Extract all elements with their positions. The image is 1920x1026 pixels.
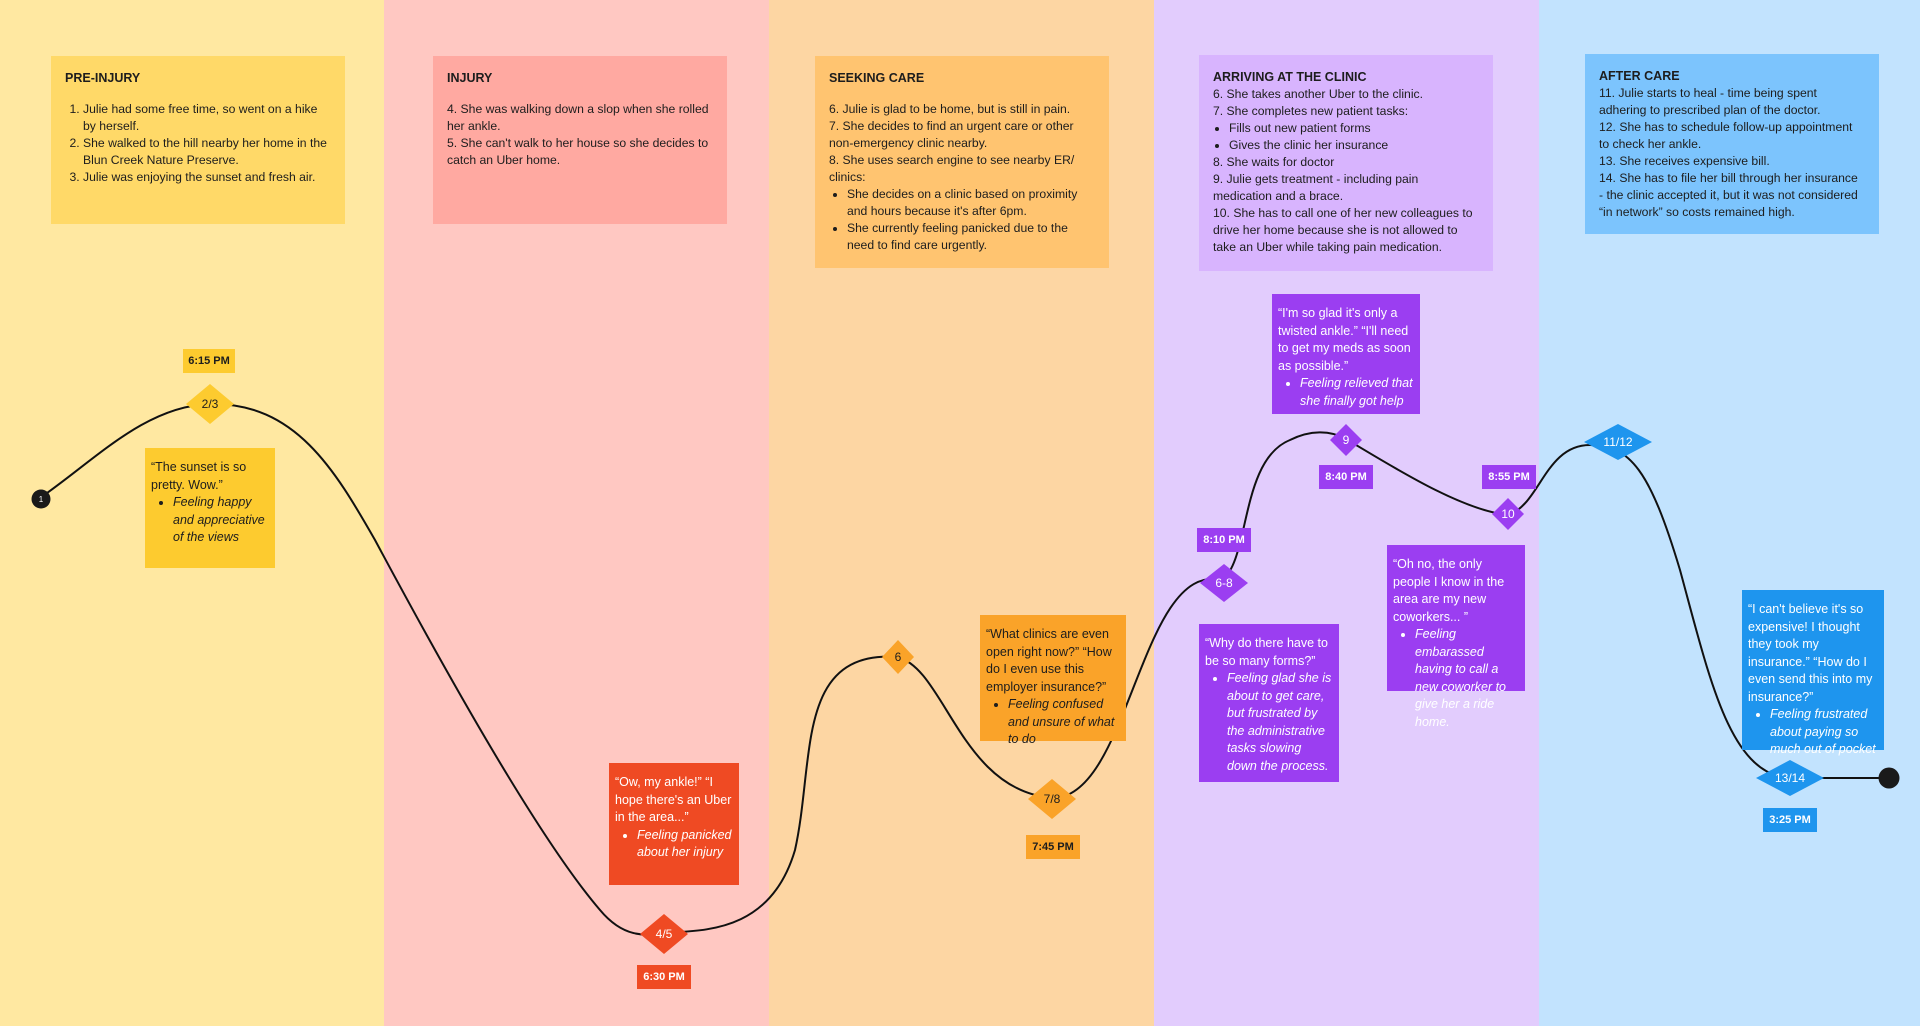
phase-title: PRE-INJURY [65, 71, 141, 85]
phase-step: 13. She receives expensive bill. [1599, 154, 1770, 168]
time-label-7-45: 7:45 PM [1026, 835, 1080, 859]
phase-card-arriving: ARRIVING AT THE CLINIC 6. She takes anot… [1199, 55, 1493, 271]
node-label: 2/3 [201, 397, 219, 411]
quote-text: “Why do there have to be so many forms?” [1205, 636, 1328, 668]
diamond-node-4-5: 4/5 [640, 914, 688, 954]
phase-substep: She decides on a clinic based on proximi… [847, 186, 1095, 220]
quote-card-10: “Oh no, the only people I know in the ar… [1387, 545, 1525, 729]
end-node [1878, 767, 1900, 789]
time-label-8-55: 8:55 PM [1482, 465, 1536, 489]
quote-text: “The sunset is so pretty. Wow.” [151, 460, 247, 492]
time-label-3-25: 3:25 PM [1763, 808, 1817, 832]
phase-title: SEEKING CARE [829, 71, 925, 85]
diamond-node-2-3: 2/3 [186, 384, 234, 424]
quote-card-6-8: “Why do there have to be so many forms?”… [1199, 624, 1339, 782]
phase-step: 8. She uses search engine to see nearby … [829, 153, 1075, 184]
phase-title: INJURY [447, 71, 493, 85]
node-label: 7/8 [1043, 792, 1061, 806]
quote-text: “I'm so glad it's only a twisted ankle.”… [1278, 306, 1411, 373]
quote-text: “What clinics are even open right now?” … [986, 627, 1112, 694]
quote-card-4-5: “Ow, my ankle!” “I hope there's an Uber … [609, 763, 739, 885]
diamond-node-9: 9 [1330, 424, 1362, 456]
phase-substep: Gives the clinic her insurance [1229, 137, 1479, 154]
node-label: 1 [38, 494, 44, 504]
phase-step: 8. She waits for doctor [1213, 155, 1335, 169]
node-label: 11/12 [1603, 435, 1633, 449]
time-label-8-40: 8:40 PM [1319, 465, 1373, 489]
start-node: 1 [31, 489, 51, 509]
phase-step: 4. She was walking down a slop when she … [447, 102, 709, 133]
quote-card-13-14: “I can't believe it's so expensive! I th… [1742, 590, 1884, 756]
phase-substep: Fills out new patient forms [1229, 120, 1479, 137]
diamond-node-6-8: 6-8 [1200, 564, 1248, 602]
journey-line [39, 402, 1888, 936]
phase-card-seeking-care: SEEKING CARE 6. Julie is glad to be home… [815, 56, 1109, 268]
diamond-node-10: 10 [1492, 498, 1524, 530]
phase-substep: She currently feeling panicked due to th… [847, 220, 1095, 254]
quote-card-2-3: “The sunset is so pretty. Wow.” Feeling … [145, 448, 275, 568]
time-label-8-10: 8:10 PM [1197, 528, 1251, 552]
quote-feeling: Feeling panicked about her injury [637, 827, 733, 862]
quote-text: “Ow, my ankle!” “I hope there's an Uber … [615, 775, 732, 824]
phase-step: Julie had some free time, so went on a h… [83, 101, 331, 135]
node-label: 9 [1342, 433, 1350, 447]
phase-step: She walked to the hill nearby her home i… [83, 135, 331, 169]
phase-step: 7. She completes new patient tasks: [1213, 104, 1409, 118]
quote-feeling: Feeling frustrated about paying so much … [1770, 706, 1878, 759]
phase-title: AFTER CARE [1599, 69, 1680, 83]
diamond-node-7-8: 7/8 [1028, 779, 1076, 819]
phase-step: 5. She can't walk to her house so she de… [447, 136, 709, 167]
phase-step: 9. Julie gets treatment - including pain… [1213, 172, 1419, 203]
quote-feeling: Feeling relieved that she finally got he… [1300, 375, 1414, 410]
phase-card-pre-injury: PRE-INJURY Julie had some free time, so … [51, 56, 345, 224]
phase-step: 14. She has to file her bill through her… [1599, 171, 1858, 219]
quote-card-9: “I'm so glad it's only a twisted ankle.”… [1272, 294, 1420, 414]
node-label: 4/5 [655, 927, 673, 941]
phase-step: 12. She has to schedule follow-up appoin… [1599, 120, 1853, 151]
phase-step: 11. Julie starts to heal - time being sp… [1599, 86, 1821, 117]
quote-card-7-8: “What clinics are even open right now?” … [980, 615, 1126, 746]
node-label: 10 [1501, 507, 1515, 521]
quote-text: “I can't believe it's so expensive! I th… [1748, 602, 1873, 704]
time-label-6-15: 6:15 PM [183, 349, 235, 373]
phase-card-after-care: AFTER CARE 11. Julie starts to heal - ti… [1585, 54, 1879, 234]
quote-feeling: Feeling happy and appreciative of the vi… [173, 494, 269, 547]
phase-step: 6. She takes another Uber to the clinic. [1213, 87, 1424, 101]
phase-step: 7. She decides to find an urgent care or… [829, 119, 1074, 150]
quote-text: “Oh no, the only people I know in the ar… [1393, 557, 1505, 624]
quote-feeling: Feeling confused and unsure of what to d… [1008, 696, 1120, 749]
diamond-node-11-12: 11/12 [1584, 424, 1652, 460]
diamond-node-13-14: 13/14 [1756, 760, 1824, 796]
phase-step: Julie was enjoying the sunset and fresh … [83, 169, 331, 186]
diamond-node-6: 6 [882, 640, 914, 674]
phase-card-injury: INJURY 4. She was walking down a slop wh… [433, 56, 727, 224]
phase-title: ARRIVING AT THE CLINIC [1213, 70, 1367, 84]
time-label-6-30: 6:30 PM [637, 965, 691, 989]
phase-step: 6. Julie is glad to be home, but is stil… [829, 102, 1071, 116]
node-label: 13/14 [1774, 771, 1806, 785]
node-label: 6 [894, 650, 902, 664]
quote-feeling: Feeling glad she is about to get care, b… [1227, 670, 1333, 775]
quote-feeling: Feeling embarassed having to call a new … [1415, 626, 1519, 731]
node-label: 6-8 [1215, 576, 1233, 590]
phase-step: 10. She has to call one of her new colle… [1213, 206, 1473, 254]
